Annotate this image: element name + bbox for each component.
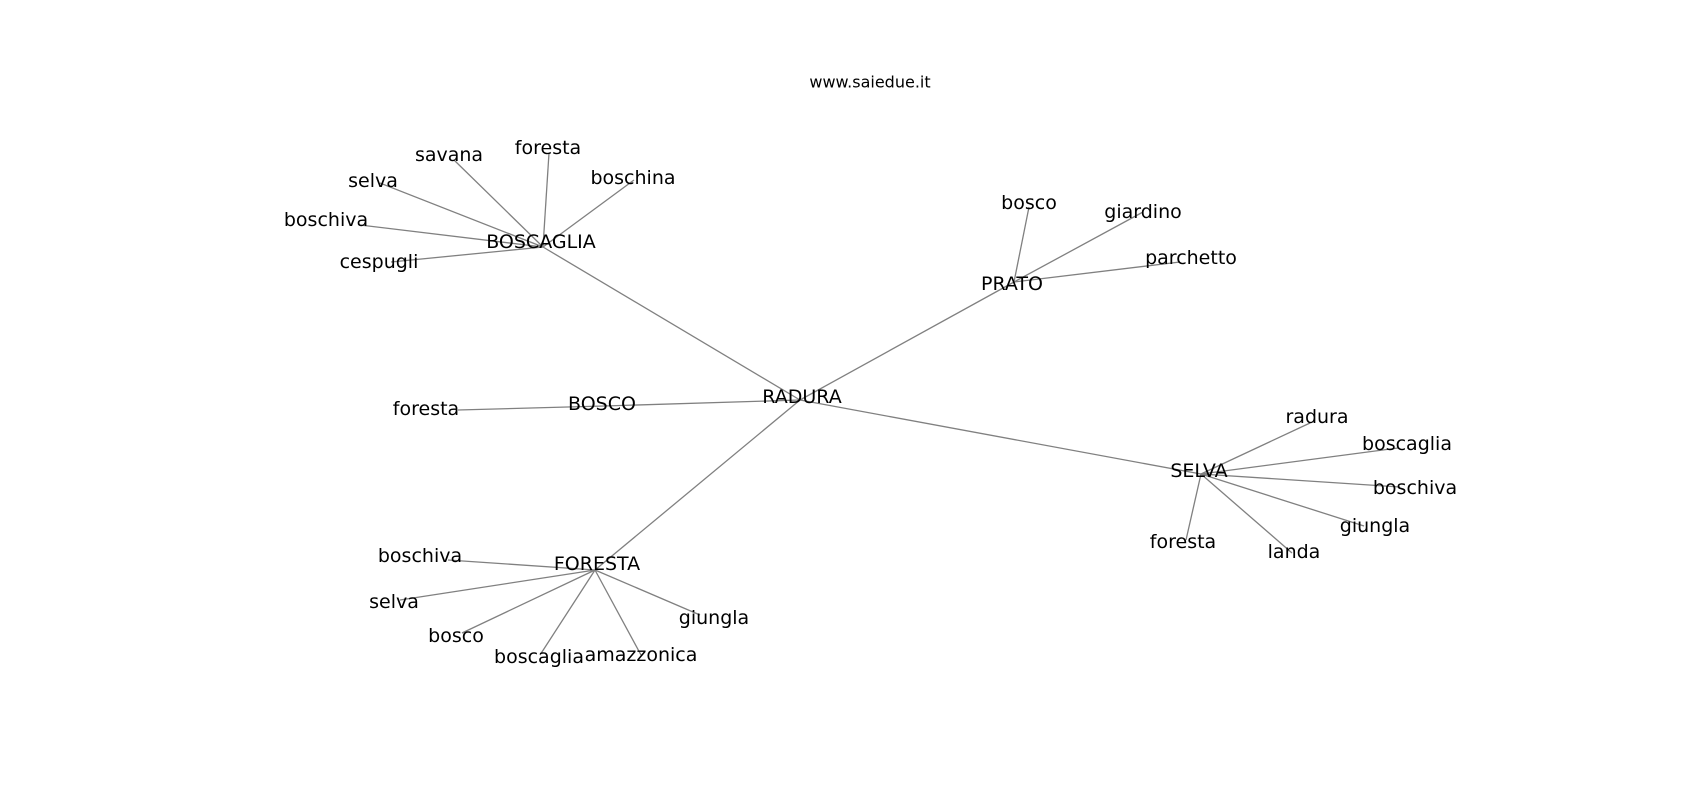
hub-node-boscaglia: BOSCAGLIA — [486, 231, 596, 253]
edge-boscaglia-selva — [379, 182, 544, 248]
edge-foresta-bosco — [461, 569, 596, 634]
leaf-node-selva-radura: radura — [1285, 406, 1348, 428]
edge-center-selva — [799, 399, 1202, 475]
edge-foresta-amazzonica — [594, 569, 642, 656]
leaf-node-selva-foresta: foresta — [1150, 531, 1216, 553]
edge-foresta-selva — [399, 569, 596, 601]
leaf-node-selva-giungla: giungla — [1340, 515, 1410, 537]
leaf-node-selva-boscaglia: boscaglia — [1362, 433, 1452, 455]
leaf-node-prato-bosco: bosco — [1001, 192, 1057, 214]
leaf-node-foresta-boschiva: boschiva — [378, 545, 462, 567]
edge-selva-boschiva — [1200, 473, 1401, 488]
edges-layer — [359, 152, 1401, 656]
hub-node-selva: SELVA — [1170, 460, 1227, 482]
leaf-node-boscaglia-boschina: boschina — [590, 167, 675, 189]
leaf-node-boscaglia-cespugli: cespugli — [340, 251, 419, 273]
edge-center-prato — [799, 281, 1015, 401]
edge-bosco-foresta — [457, 405, 605, 411]
watermark: www.saiedue.it — [809, 73, 930, 92]
hub-node-bosco: BOSCO — [568, 393, 636, 415]
leaf-node-selva-landa: landa — [1268, 541, 1321, 563]
leaf-node-prato-parchetto: parchetto — [1145, 247, 1237, 269]
edge-selva-radura — [1200, 422, 1311, 475]
leaf-node-foresta-giungla: giungla — [679, 607, 749, 629]
leaf-node-boscaglia-foresta: foresta — [515, 137, 581, 159]
edge-selva-landa — [1200, 473, 1293, 554]
leaf-node-foresta-bosco: bosco — [428, 625, 484, 647]
edge-prato-bosco — [1013, 206, 1030, 283]
edge-selva-boscaglia — [1200, 447, 1399, 475]
center-node-label: RADURA — [762, 386, 841, 408]
leaf-node-prato-giardino: giardino — [1104, 201, 1181, 223]
leaf-node-foresta-selva: selva — [369, 591, 419, 613]
edge-prato-parchetto — [1013, 261, 1181, 283]
leaf-node-foresta-amazzonica: amazzonica — [585, 644, 698, 666]
edge-center-foresta — [594, 399, 801, 571]
leaf-node-boscaglia-savana: savana — [415, 144, 483, 166]
edge-boscaglia-foresta — [542, 152, 550, 248]
edge-selva-foresta — [1185, 473, 1202, 541]
edge-center-bosco — [603, 399, 801, 407]
edge-foresta-giungla — [594, 569, 701, 616]
leaf-node-foresta-boscaglia: boscaglia — [494, 646, 584, 668]
leaf-node-bosco-foresta: foresta — [393, 398, 459, 420]
edge-boscaglia-cespugli — [390, 246, 544, 263]
edge-boscaglia-boschina — [542, 179, 635, 248]
labels-layer: RADURA BOSCAGLIA savana foresta boschina selv… — [284, 137, 1457, 668]
edge-selva-giungla — [1200, 473, 1365, 527]
edge-prato-giardino — [1013, 211, 1144, 283]
edge-center-boscaglia — [542, 246, 801, 401]
edge-boscaglia-boschiva — [359, 224, 544, 248]
hub-node-foresta: FORESTA — [554, 553, 640, 575]
leaf-node-boscaglia-boschiva: boschiva — [284, 209, 368, 231]
hub-node-prato: PRATO — [981, 273, 1043, 295]
edge-foresta-boschiva — [447, 559, 596, 571]
leaf-node-boscaglia-selva: selva — [348, 170, 398, 192]
edge-boscaglia-savana — [453, 159, 544, 248]
edge-foresta-boscaglia — [539, 569, 596, 656]
leaf-node-selva-boschiva: boschiva — [1373, 477, 1457, 499]
